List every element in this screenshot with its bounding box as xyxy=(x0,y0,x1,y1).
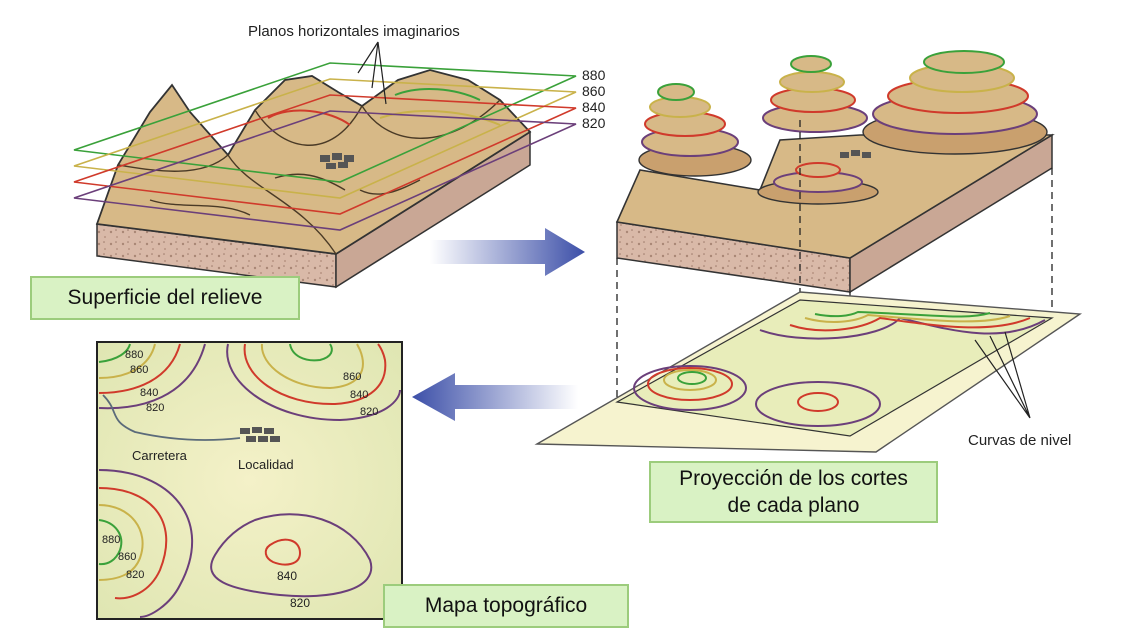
label-projection: Proyección de los cortes de cada plano xyxy=(649,461,938,523)
label-surface-relief: Superficie del relieve xyxy=(30,276,300,320)
map-label-tr-840: 840 xyxy=(350,389,368,401)
level-label-820: 820 xyxy=(582,115,606,131)
map-label-bl-880: 880 xyxy=(102,534,120,546)
label-surface-relief-text: Superficie del relieve xyxy=(68,284,263,311)
label-topographic-map-text: Mapa topográfico xyxy=(425,592,587,619)
label-projection-line1: Proyección de los cortes xyxy=(679,465,908,492)
stacked-hill-left xyxy=(639,84,751,176)
map-label-bl-860: 860 xyxy=(118,551,136,563)
map-label-bc-840: 840 xyxy=(277,569,297,583)
map-label-town: Localidad xyxy=(238,457,294,472)
map-label-tr-820: 820 xyxy=(360,406,378,418)
map-label-road: Carretera xyxy=(132,448,188,463)
map-label-bc-820: 820 xyxy=(290,596,310,610)
map-label-tl-880: 880 xyxy=(125,349,143,361)
projection-plane xyxy=(537,292,1080,452)
topographic-map: 880 860 840 820 860 840 820 880 860 820 … xyxy=(97,342,402,619)
stacked-hill-middle xyxy=(763,56,867,132)
arrow-left xyxy=(412,373,578,421)
planes-title: Planos horizontales imaginarios xyxy=(248,23,460,40)
stacked-hill-right xyxy=(863,51,1047,154)
label-topographic-map: Mapa topográfico xyxy=(383,584,629,628)
label-projection-line2: de cada plano xyxy=(728,492,860,519)
map-label-tr-860: 860 xyxy=(343,371,361,383)
map-label-bl-820: 820 xyxy=(126,569,144,581)
map-label-tl-840: 840 xyxy=(140,387,158,399)
level-label-840: 840 xyxy=(582,99,606,115)
map-label-tl-820: 820 xyxy=(146,402,164,414)
level-label-860: 860 xyxy=(582,83,606,99)
level-label-880: 880 xyxy=(582,67,606,83)
contours-label: Curvas de nivel xyxy=(968,432,1071,449)
arrow-right xyxy=(430,228,585,276)
sliced-block-right xyxy=(617,51,1052,292)
map-label-tl-860: 860 xyxy=(130,364,148,376)
